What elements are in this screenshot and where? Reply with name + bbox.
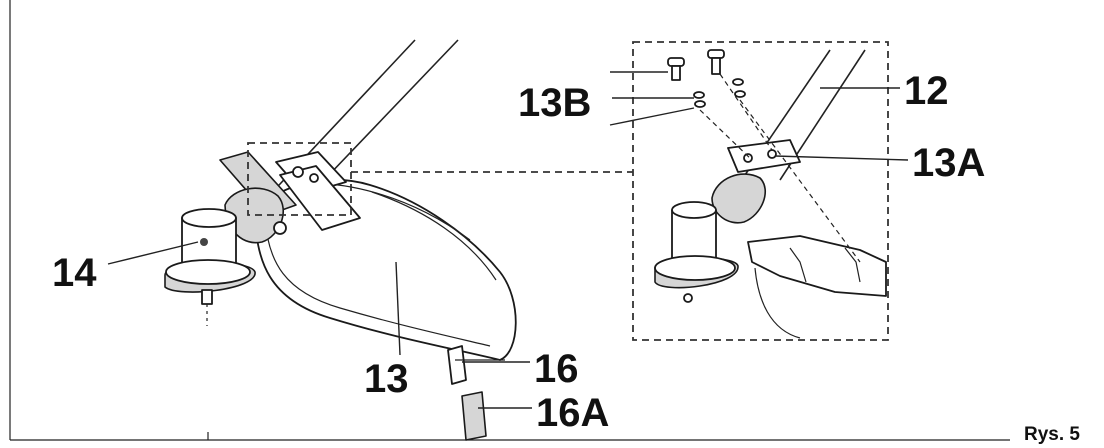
label-head: 14 (52, 251, 97, 295)
screws-13b (667, 49, 861, 263)
main-view (164, 39, 633, 441)
drive-head (164, 208, 256, 326)
label-blade: 16 (534, 347, 579, 391)
leader-lines (107, 71, 909, 409)
label-bracket: 13A (912, 141, 985, 185)
label-guard: 13 (364, 357, 409, 401)
cutting-blade (447, 345, 505, 385)
shaft-clamp (219, 151, 361, 244)
figure-caption: Rys. 5 (1024, 424, 1080, 445)
detail-drive-head (654, 201, 739, 303)
detail-inset (632, 41, 889, 341)
label-blade-cover: 16A (536, 391, 609, 435)
bracket-13a (711, 139, 801, 224)
label-washers: 13B (518, 81, 591, 125)
label-shaft: 12 (904, 69, 949, 113)
detail-highlight-box (247, 142, 352, 216)
grass-guard (254, 178, 517, 361)
blade-cover (461, 391, 487, 441)
frame-lines (9, 0, 1010, 441)
